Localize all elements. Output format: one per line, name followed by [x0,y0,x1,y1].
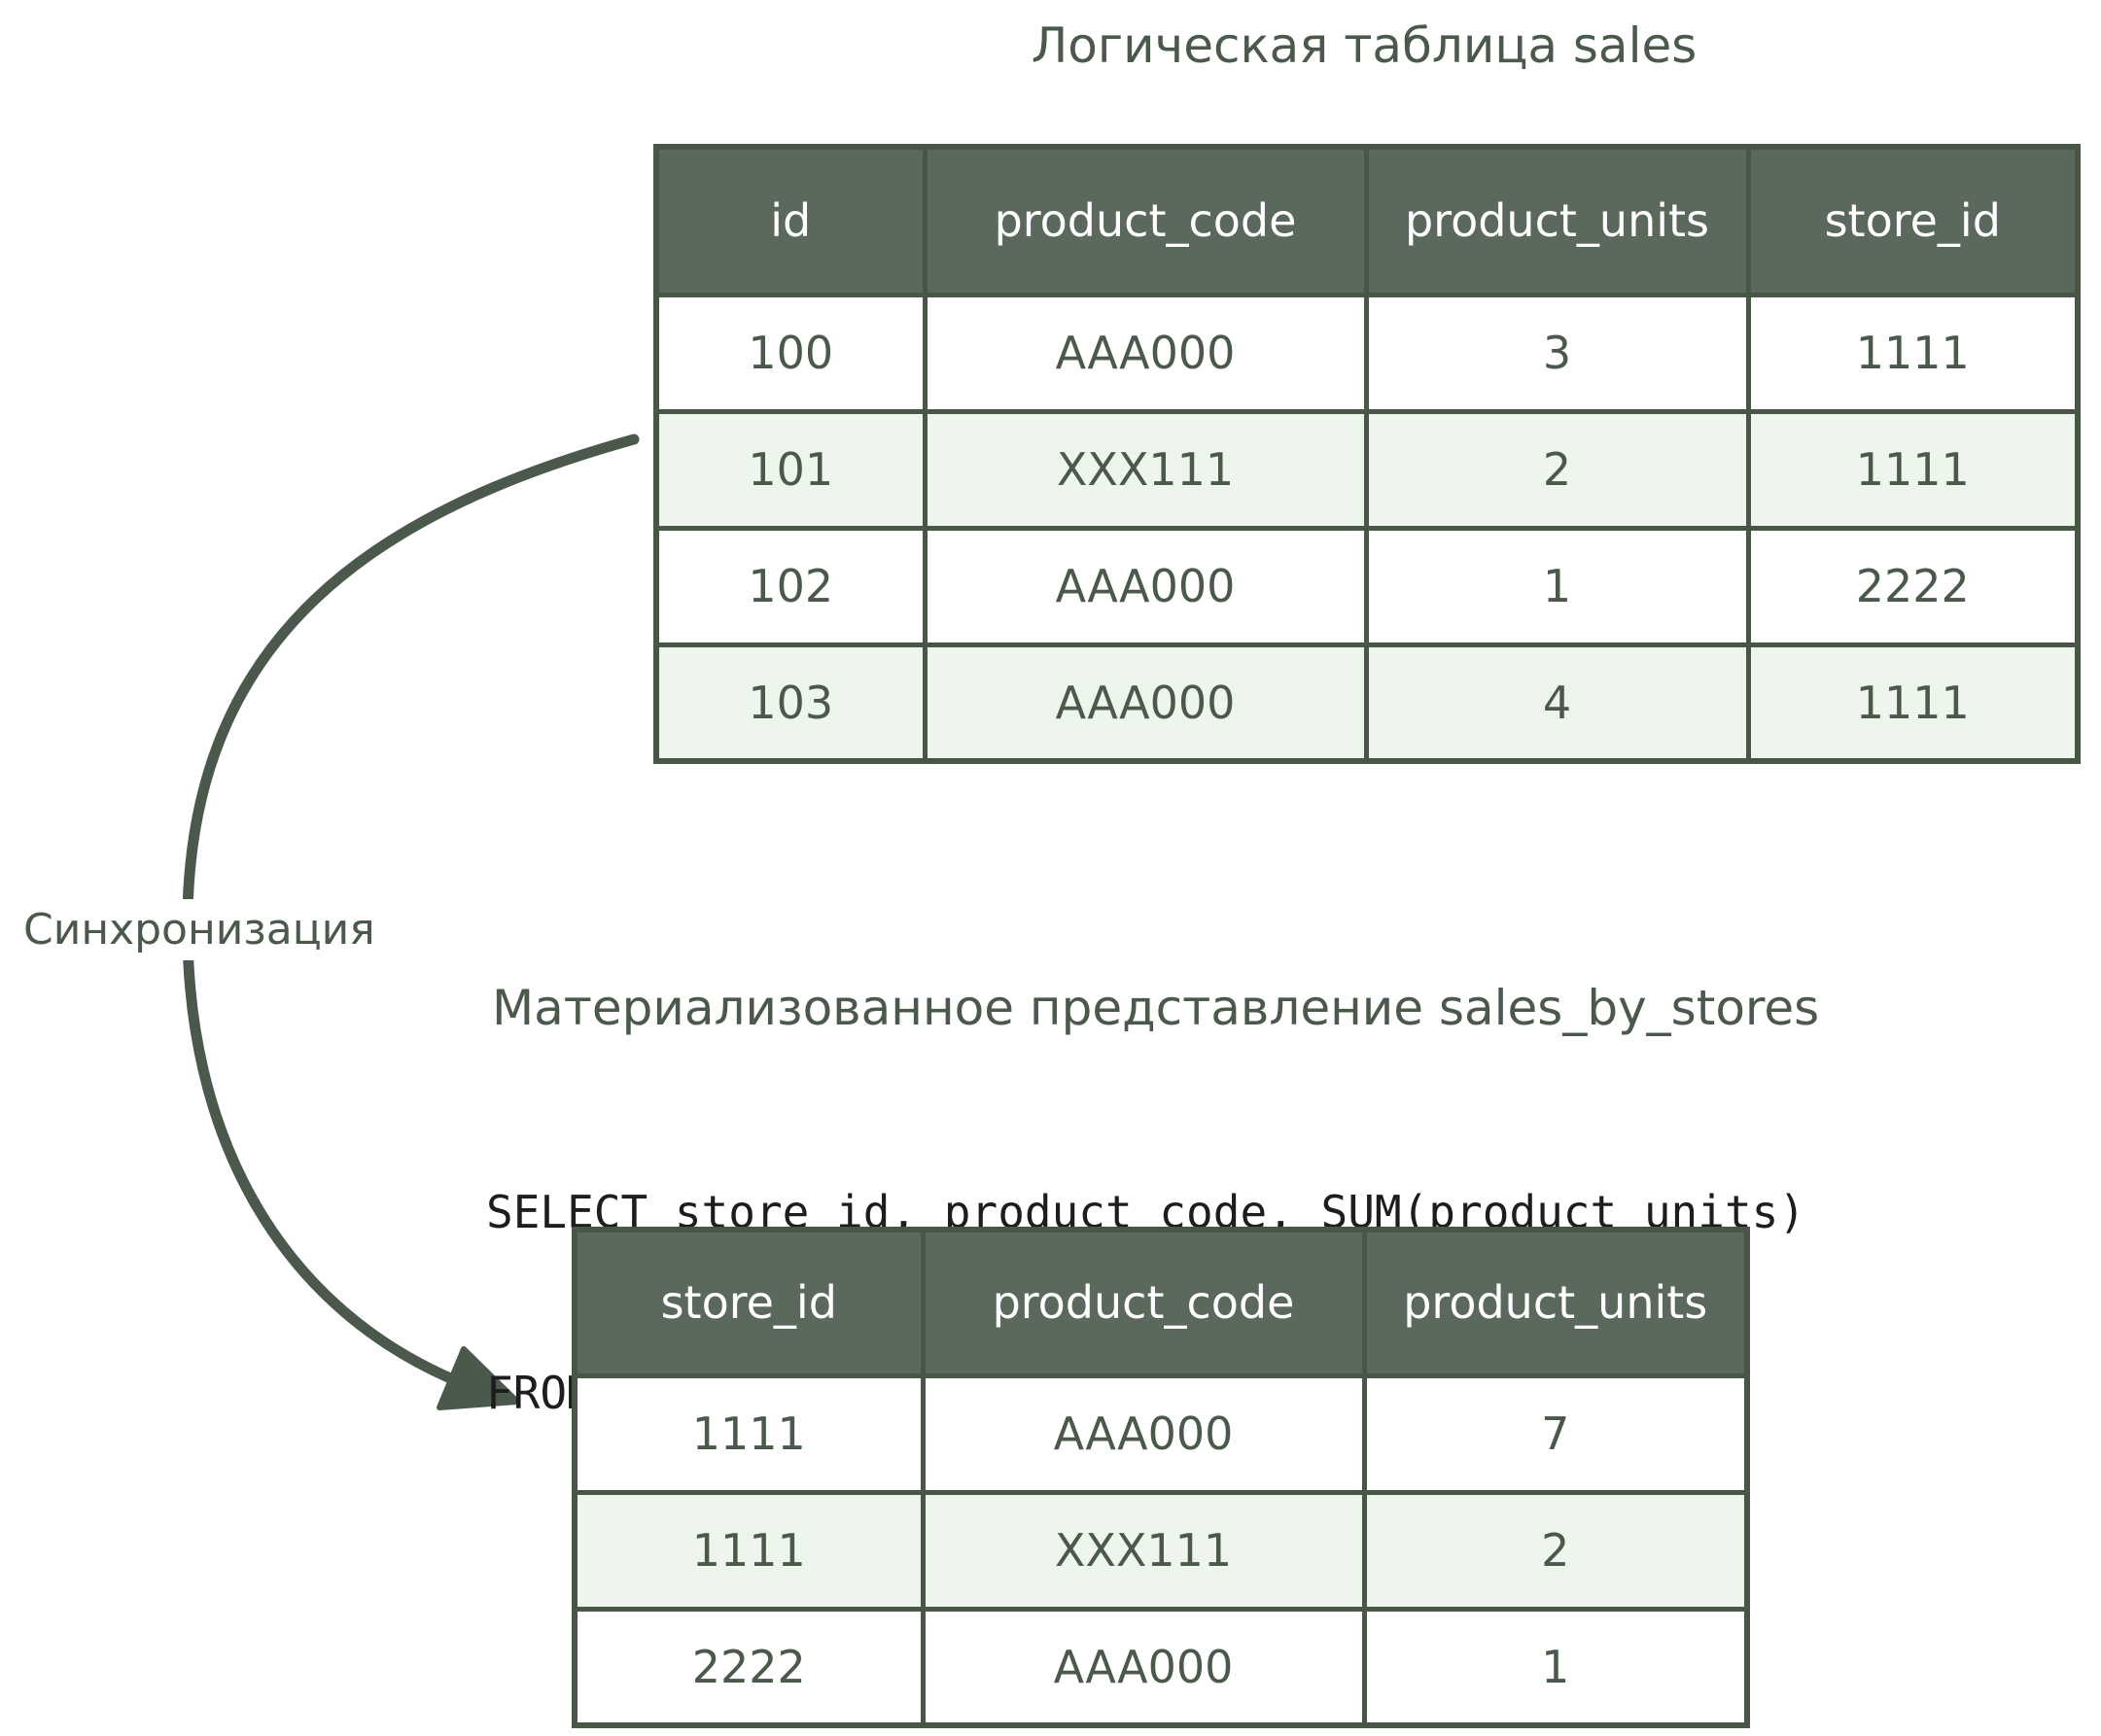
column-header-product-units: product_units [1361,1227,1750,1378]
table-cell: AAA000 [922,642,1369,764]
bottom-table-title: Материализованное представление sales_by… [492,980,1820,1036]
table-cell: XXX111 [922,408,1369,531]
table-cell: 102 [653,525,928,647]
table-row: 101 XXX111 2 1111 [653,408,2081,531]
table-cell: 3 [1363,292,1751,414]
table-cell: AAA000 [922,525,1369,647]
table-cell: 100 [653,292,928,414]
table-cell: 1111 [1745,408,2081,531]
table-cell: AAA000 [920,1606,1367,1728]
table-cell: 1111 [1745,292,2081,414]
column-header-product-code: product_code [922,144,1369,297]
table-cell: 1 [1363,525,1751,647]
column-header-product-code: product_code [920,1227,1367,1378]
table-row: 102 AAA000 1 2222 [653,525,2081,647]
table-row: 103 AAA000 4 1111 [653,642,2081,764]
top-table-title: Логическая таблица sales [1031,17,1698,74]
table-cell: 7 [1361,1372,1750,1495]
table-header-row: id product_code product_units store_id [653,144,2081,297]
materialized-view-sales-by-stores: store_id product_code product_units 1111… [572,1227,1750,1728]
sync-label: Синхронизация [10,899,389,960]
table-cell: 1 [1361,1606,1750,1728]
table-row: 100 AAA000 3 1111 [653,292,2081,414]
table-cell: 2222 [1745,525,2081,647]
logical-table-sales: id product_code product_units store_id 1… [653,144,2081,764]
table-row: 2222 AAA000 1 [572,1606,1750,1728]
table-row: 1111 XXX111 2 [572,1489,1750,1612]
sync-arrowhead-icon [437,1346,520,1410]
column-header-store-id: store_id [572,1227,926,1378]
table-cell: AAA000 [922,292,1369,414]
column-header-product-units: product_units [1363,144,1751,297]
table-cell: 2222 [572,1606,926,1728]
table-cell: 1111 [1745,642,2081,764]
column-header-id: id [653,144,928,297]
table-cell: AAA000 [920,1372,1367,1495]
column-header-store-id: store_id [1745,144,2081,297]
table-row: 1111 AAA000 7 [572,1372,1750,1495]
table-cell: 103 [653,642,928,764]
sync-arrow-curve [182,434,640,1391]
table-cell: 4 [1363,642,1751,764]
table-cell: 2 [1363,408,1751,531]
table-cell: 1111 [572,1372,926,1495]
table-cell: 101 [653,408,928,531]
table-cell: XXX111 [920,1489,1367,1612]
table-header-row: store_id product_code product_units [572,1227,1750,1378]
table-cell: 2 [1361,1489,1750,1612]
table-cell: 1111 [572,1489,926,1612]
